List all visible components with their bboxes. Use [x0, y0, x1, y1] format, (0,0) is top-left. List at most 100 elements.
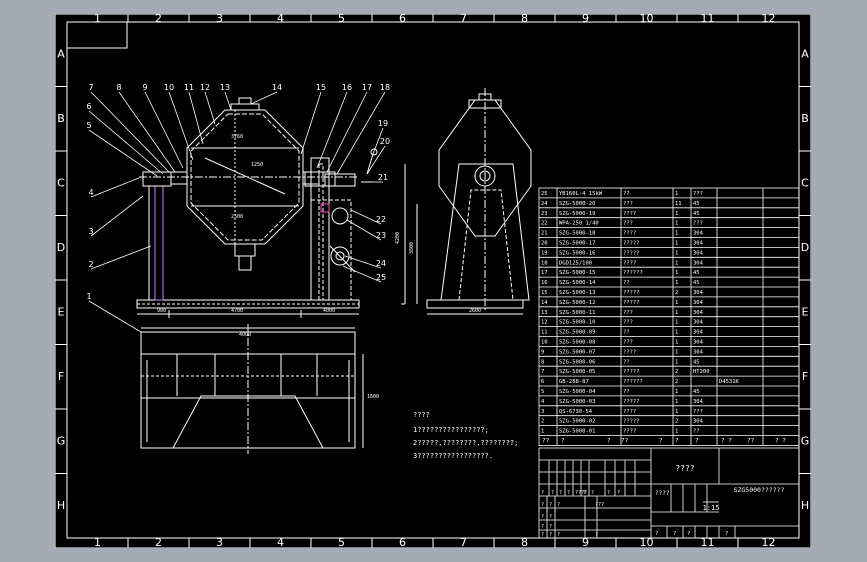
zone-row-left: H: [57, 499, 65, 512]
balloon-21: 21: [378, 173, 388, 182]
title-r1-cell: ?: [551, 490, 554, 496]
title-r3-cell: ?: [541, 514, 544, 520]
zone-row-right: E: [802, 305, 809, 318]
bom-cell: SZG-5000-02: [559, 419, 595, 425]
bom-cell: SZG-5000-16: [559, 250, 595, 256]
title-r1-cell: ?: [559, 490, 562, 496]
bom-cell: ????: [623, 409, 636, 415]
dimension-text: 4000 900 4700 4000 1600 2600 4200 3800 3…: [157, 134, 481, 400]
leader-line: [250, 91, 278, 105]
balloon-8: 8: [116, 83, 121, 92]
bom-cell: ?????: [623, 419, 640, 425]
zone-col-top: 4: [277, 14, 284, 25]
zone-col-bottom: 9: [582, 536, 589, 548]
zone-col-bottom: 10: [640, 536, 654, 548]
bom-cell: ????: [623, 211, 636, 217]
title-r5-cell: ?: [541, 532, 544, 538]
bom-header-cell: ?: [659, 438, 663, 445]
zone-col-bottom: 8: [521, 536, 528, 548]
bom-cell: 18: [541, 260, 548, 266]
leader-line: [118, 91, 176, 173]
bom-cell: 45: [693, 201, 700, 207]
title-r1-cell: ?: [567, 490, 570, 496]
balloon-3: 3: [88, 227, 93, 236]
bom-cell: ?????: [623, 399, 640, 405]
bom-cell: 21: [541, 231, 548, 237]
leader-line: [372, 127, 384, 155]
title-r3-cell: ?: [549, 514, 552, 520]
leader-line: [366, 145, 386, 175]
title-r1-cell: ?: [541, 490, 544, 496]
bom-cell: 8: [541, 359, 544, 365]
bom-cell: 23: [541, 211, 548, 217]
sheet-cell: ?: [673, 531, 676, 537]
sheet-cell: ?: [725, 531, 728, 537]
balloon-17: 17: [362, 83, 372, 92]
leader-line: [350, 209, 382, 225]
side-view: [401, 88, 532, 315]
bom-cell: SZG-5000-07: [559, 349, 595, 355]
title-block-border: [538, 447, 800, 539]
bom-cell: 15: [541, 290, 548, 296]
balloon-7: 7: [88, 83, 93, 92]
zone-col-top: 12: [762, 14, 776, 25]
zone-col-bottom: 4: [277, 536, 284, 548]
leader-line: [90, 195, 144, 237]
balloon-25: 25: [376, 273, 386, 282]
bom-cell: 4: [541, 399, 545, 405]
zone-row-left: G: [57, 434, 66, 447]
scale-value: 1:15: [703, 504, 720, 512]
dim-base-left: 900: [157, 308, 166, 314]
bom-cell: 25: [541, 191, 548, 197]
zone-col-top: 11: [701, 14, 715, 25]
balloon-5: 5: [86, 121, 91, 130]
title-name: ????: [675, 464, 694, 473]
zone-row-left: F: [58, 370, 64, 383]
dim-side-height: 4200: [395, 232, 401, 244]
title-r2-cell: ???: [595, 502, 604, 508]
bom-cell: ???: [693, 221, 703, 227]
zone-col-top: 7: [460, 14, 467, 25]
zone-col-top: 9: [582, 14, 589, 25]
zone-row-right: G: [801, 434, 810, 447]
bom-cell: 304: [693, 290, 704, 296]
bom-cell: 304: [693, 330, 704, 336]
bom-cell: GB-288-87: [559, 379, 589, 385]
title-r4-cell: ?: [541, 524, 544, 530]
bom-cell: 1: [675, 399, 678, 405]
bom-cell: 14: [541, 300, 548, 306]
bom-header-cell: ??: [621, 438, 629, 445]
leader-line: [188, 91, 204, 145]
balloon-20: 20: [380, 137, 390, 146]
notes-line-1: 1????????????????;: [413, 426, 489, 434]
bom-cell: 304: [693, 300, 704, 306]
title-r1-cell: ?: [607, 490, 610, 496]
bom-cell: ??: [623, 359, 630, 365]
bom-cell: 1: [675, 330, 678, 336]
bom-cell: 304: [693, 310, 704, 316]
dim-base-right: 4000: [323, 308, 335, 314]
bom-cell: ??: [623, 191, 630, 197]
dim-frame-height: 1600: [367, 394, 379, 400]
bom-cell: ????: [623, 260, 636, 266]
bom-cell: 2: [675, 419, 678, 425]
zone-col-top: 5: [338, 14, 345, 25]
leader-line: [90, 91, 170, 173]
title-r4-cell: ?: [549, 524, 552, 530]
bom-cell: YB160L-4 15kW: [559, 191, 603, 197]
bom-cell: 304: [693, 399, 704, 405]
dim-side-height2: 3800: [409, 242, 415, 254]
bom-cell: 304: [693, 349, 704, 355]
dim-vessel-h1: 3760: [231, 134, 243, 140]
bom-cell: 1: [675, 231, 678, 237]
